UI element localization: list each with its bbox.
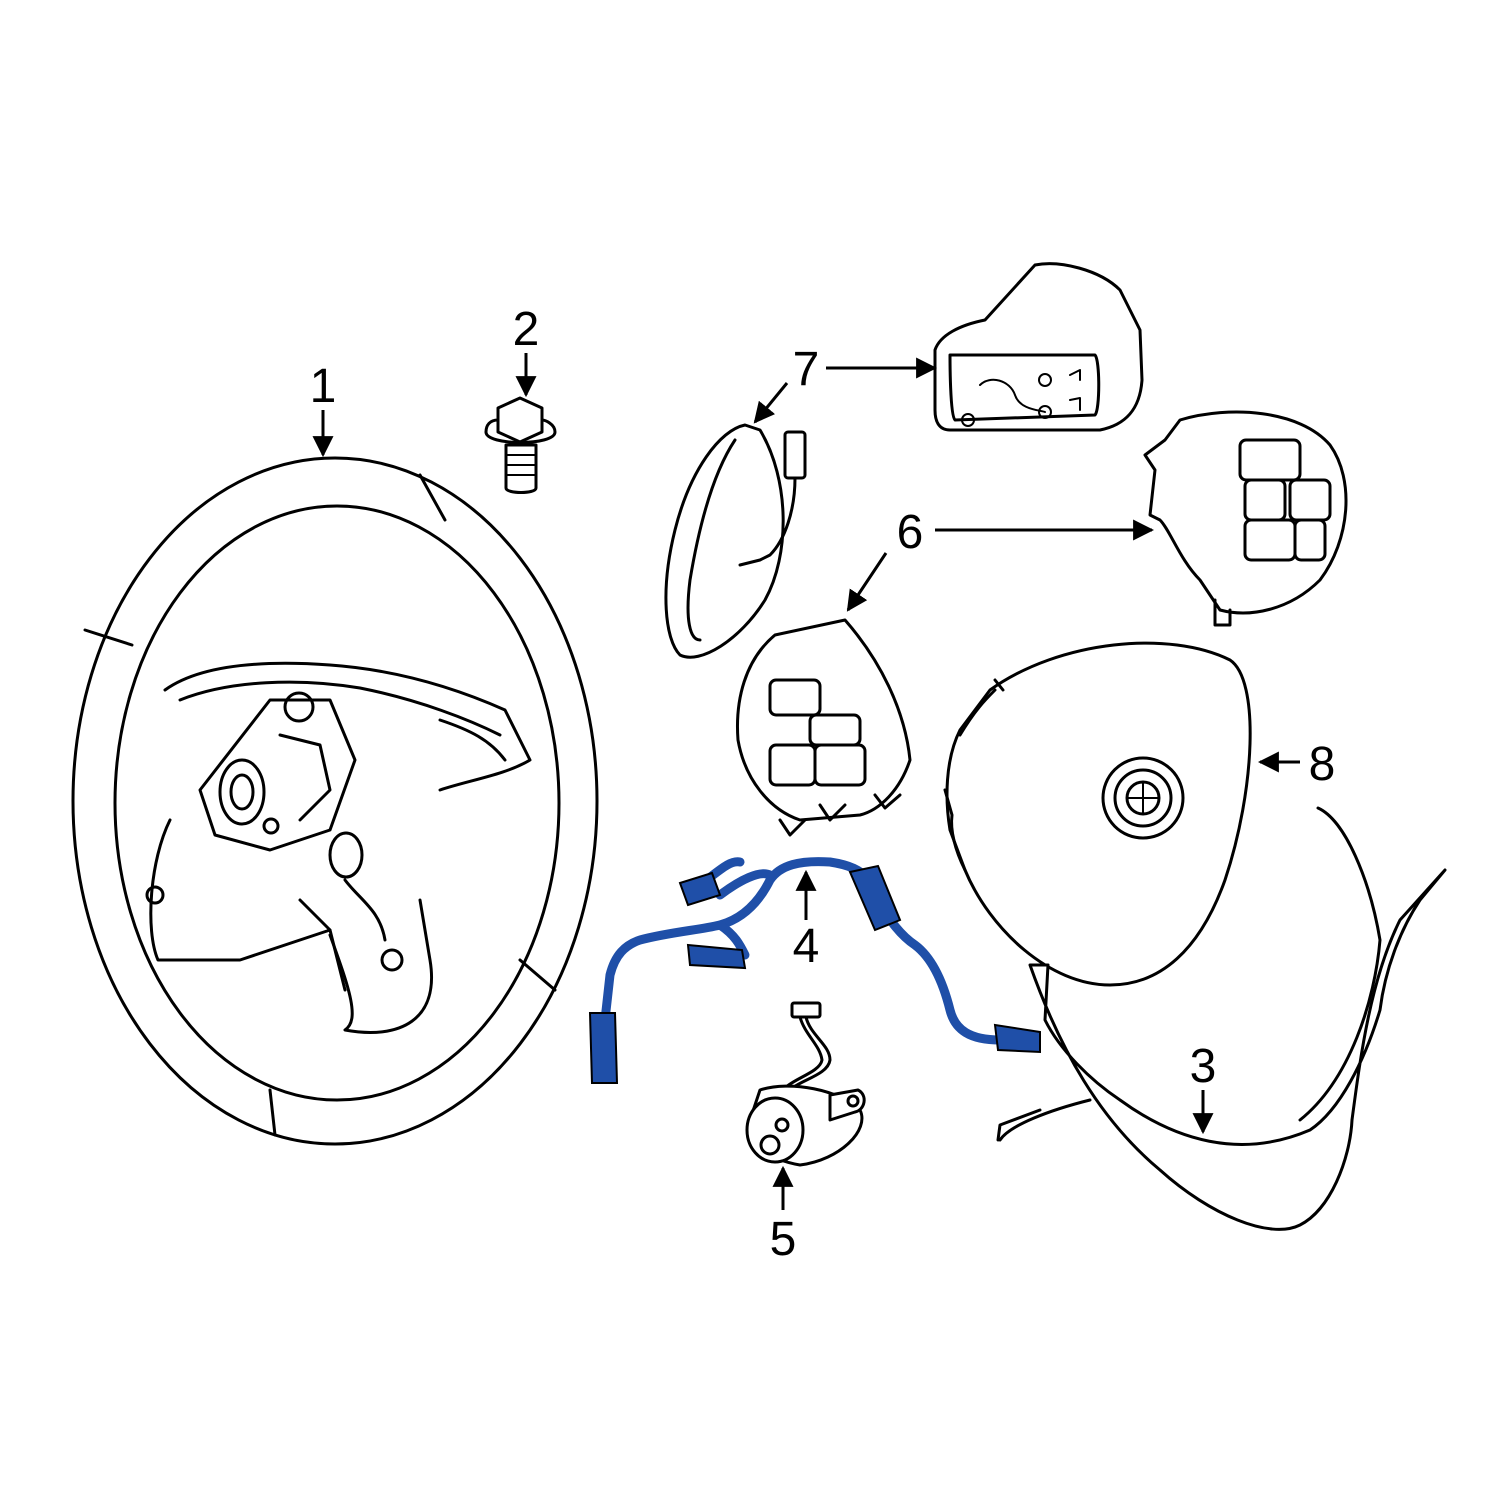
callout-3: 3 [1190,1040,1217,1093]
callout-4: 4 [793,920,820,973]
control-switch-icon[interactable] [736,410,1348,837]
callout-6: 6 [897,506,924,559]
airbag-icon[interactable] [943,641,1252,987]
leader-6a [846,552,888,612]
callout-2: 2 [513,303,540,356]
leader-7a [753,382,789,424]
wiring-harness-icon[interactable] [588,857,1041,1084]
callout-7: 7 [793,343,820,396]
steering-wheel-icon[interactable] [71,456,599,1146]
callout-labels: 1 2 3 4 5 6 7 8 [310,303,1336,1266]
vibration-motor-icon[interactable] [745,1001,866,1167]
callout-arrows [312,353,1300,1210]
callout-8: 8 [1309,738,1336,791]
callout-1: 1 [310,360,337,413]
callout-5: 5 [770,1213,797,1266]
trim-cover-icon[interactable] [996,806,1447,1231]
bolt-icon[interactable] [484,396,557,494]
paddle-shifter-icon[interactable] [664,262,1144,659]
